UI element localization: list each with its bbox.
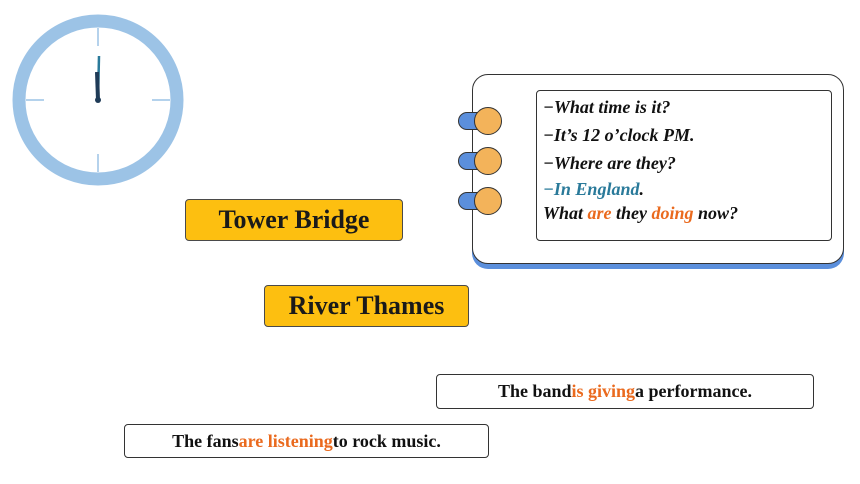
answer-period: . bbox=[639, 179, 644, 199]
binder-ring-icon bbox=[474, 107, 502, 135]
dialog-question-doing: What are they doing now? bbox=[543, 201, 831, 225]
q3-start: What bbox=[543, 203, 588, 223]
answer-england: −In England bbox=[543, 179, 640, 199]
clock-icon bbox=[12, 14, 184, 186]
q3-mid: they bbox=[611, 203, 652, 223]
notebook-card bbox=[472, 74, 844, 264]
band-sentence: The band is giving a performance. bbox=[436, 374, 814, 409]
fans-end: to rock music. bbox=[332, 430, 441, 451]
binder-ring-icon bbox=[474, 147, 502, 175]
hour-hand bbox=[95, 71, 100, 101]
fans-sentence: The fans are listening to rock music. bbox=[124, 424, 489, 458]
fans-start: The fans bbox=[172, 430, 239, 451]
dialog-question-place: −Where are they? bbox=[543, 153, 676, 173]
q3-are: are bbox=[587, 203, 612, 223]
band-verb: is giving bbox=[571, 381, 636, 401]
dialog-answer-time: −It’s 12 o’clock PM. bbox=[543, 125, 695, 145]
band-end: a performance. bbox=[635, 381, 753, 401]
dialog-question-time: −What time is it? bbox=[543, 97, 671, 117]
q3-doing: doing bbox=[651, 203, 694, 223]
dialog-panel: −What time is it? −It’s 12 o’clock PM. −… bbox=[536, 90, 832, 241]
fans-verb: are listening bbox=[238, 430, 333, 451]
q3-end: now? bbox=[693, 203, 739, 223]
band-start: The band bbox=[497, 381, 572, 401]
river-thames-label: River Thames bbox=[264, 285, 469, 327]
tower-bridge-label: Tower Bridge bbox=[185, 199, 403, 241]
binder-ring-icon bbox=[474, 187, 502, 215]
dialog-answer-place: −In England. bbox=[543, 177, 831, 201]
